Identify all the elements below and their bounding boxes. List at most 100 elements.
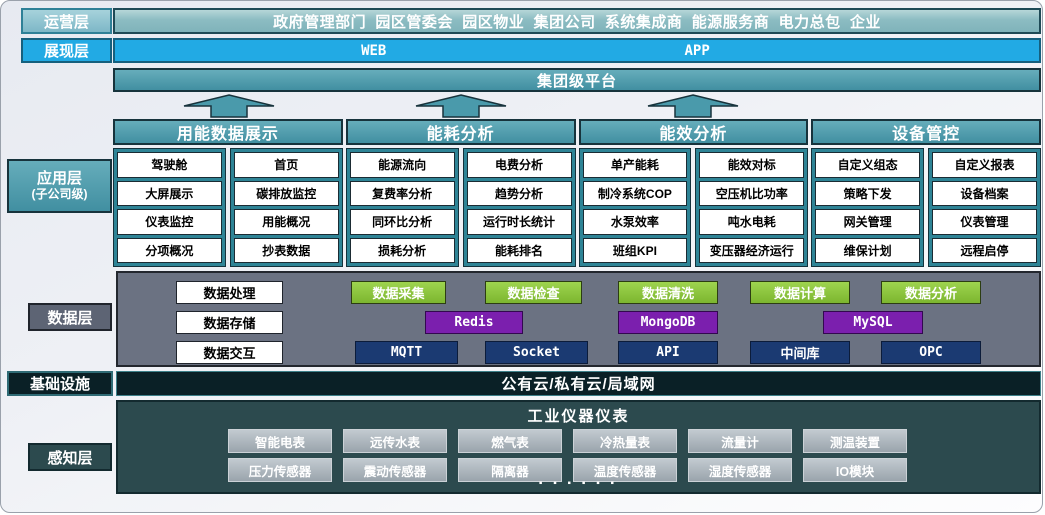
app-item: 策略下发 bbox=[815, 180, 921, 206]
app-subcolumn: 首页 碳排放监控 用能概况 抄表数据 bbox=[229, 148, 343, 267]
layer-label-presentation: 展现层 bbox=[21, 38, 112, 63]
app-subcolumn: 电费分析 趋势分析 运行时长统计 能耗排名 bbox=[462, 148, 576, 267]
data-process-item: 数据交互 bbox=[176, 341, 283, 364]
app-item: 制冷系统COP bbox=[582, 180, 688, 206]
perception-title: 工业仪器仪表 bbox=[527, 408, 630, 425]
layer-label-infrastructure: 基础设施 bbox=[7, 371, 113, 396]
data-process-item: 数据处理 bbox=[176, 281, 283, 304]
database-item: MySQL bbox=[823, 311, 923, 334]
app-item: 变压器经济运行 bbox=[699, 237, 805, 263]
app-item: 能源流向 bbox=[349, 152, 455, 178]
app-item: 抄表数据 bbox=[233, 237, 339, 263]
device-box: 压力传感器 bbox=[228, 458, 332, 482]
app-item: 分项概况 bbox=[117, 237, 222, 263]
app-item: 自定义组态 bbox=[815, 152, 921, 178]
database-item: MongoDB bbox=[618, 311, 718, 334]
app-item: 水泵效率 bbox=[582, 209, 688, 235]
device-box: 流量计 bbox=[688, 429, 792, 453]
app-item: 吨水电耗 bbox=[699, 209, 805, 235]
app-label: APP bbox=[684, 42, 710, 59]
device-box: 燃气表 bbox=[458, 429, 562, 453]
up-arrow-icon bbox=[415, 94, 507, 118]
data-pipeline-item: 数据分析 bbox=[881, 281, 981, 304]
layer-label-data: 数据层 bbox=[28, 303, 112, 331]
data-pipeline-item: 数据清洗 bbox=[618, 281, 718, 304]
app-item: 空压机比功率 bbox=[699, 180, 805, 206]
device-box: 测温装置 bbox=[803, 429, 907, 453]
device-box: 智能电表 bbox=[228, 429, 332, 453]
web-label: WEB bbox=[361, 42, 387, 59]
app-item: 网关管理 bbox=[815, 209, 921, 235]
layer-label-operations: 运营层 bbox=[21, 8, 112, 34]
app-item: 设备档案 bbox=[932, 180, 1037, 206]
interface-item: API bbox=[618, 341, 718, 364]
app-item: 大屏展示 bbox=[117, 180, 222, 206]
app-group-header: 能耗分析 bbox=[345, 119, 576, 145]
app-item: 首页 bbox=[233, 152, 339, 178]
app-item: 损耗分析 bbox=[349, 237, 455, 263]
database-item: Redis bbox=[425, 311, 523, 334]
app-subcolumn: 能源流向 复费率分析 同环比分析 损耗分析 bbox=[345, 148, 459, 267]
app-group-efficiency-analysis: 能效分析 单产能耗 制冷系统COP 水泵效率 班组KPI 能效对标 空压机比功率… bbox=[578, 119, 809, 267]
app-item: 单产能耗 bbox=[582, 152, 688, 178]
device-box: 隔离器 bbox=[458, 458, 562, 482]
device-box: 冷热量表 bbox=[573, 429, 677, 453]
presentation-bar: WEB APP bbox=[113, 38, 1041, 63]
flow-arrows bbox=[113, 94, 1041, 118]
app-item: 能耗排名 bbox=[466, 237, 572, 263]
app-group-consumption-analysis: 能耗分析 能源流向 复费率分析 同环比分析 损耗分析 电费分析 趋势分析 运行时… bbox=[345, 119, 576, 267]
app-subcolumn: 自定义组态 策略下发 网关管理 维保计划 bbox=[811, 148, 925, 267]
app-item: 维保计划 bbox=[815, 237, 921, 263]
app-item: 仪表管理 bbox=[932, 209, 1037, 235]
interface-item: MQTT bbox=[355, 341, 458, 364]
device-box: 震动传感器 bbox=[343, 458, 447, 482]
app-item: 同环比分析 bbox=[349, 209, 455, 235]
app-item: 运行时长统计 bbox=[466, 209, 572, 235]
interface-item: 中间库 bbox=[750, 341, 850, 364]
app-group-header: 设备管控 bbox=[811, 119, 1041, 145]
device-grid: 智能电表 远传水表 燃气表 冷热量表 流量计 测温装置 压力传感器 震动传感器 … bbox=[228, 429, 907, 482]
application-label-subtitle: (子公司级) bbox=[31, 186, 88, 201]
device-box: 远传水表 bbox=[343, 429, 447, 453]
app-item: 驾驶舱 bbox=[117, 152, 222, 178]
interface-item: OPC bbox=[881, 341, 981, 364]
app-subcolumn: 驾驶舱 大屏展示 仪表监控 分项概况 bbox=[113, 148, 226, 267]
device-box: IO模块 bbox=[803, 458, 907, 482]
device-box: 温度传感器 bbox=[573, 458, 677, 482]
data-pipeline-item: 数据检查 bbox=[485, 281, 582, 304]
device-box: 湿度传感器 bbox=[688, 458, 792, 482]
app-group-header: 用能数据展示 bbox=[113, 119, 343, 145]
stakeholders-bar: 政府管理部门 园区管委会 园区物业 集团公司 系统集成商 能源服务商 电力总包 … bbox=[113, 8, 1041, 34]
platform-bar: 集团级平台 bbox=[113, 68, 1041, 92]
app-subcolumn: 单产能耗 制冷系统COP 水泵效率 班组KPI bbox=[578, 148, 692, 267]
app-item: 班组KPI bbox=[582, 237, 688, 263]
app-group-device-management: 设备管控 自定义组态 策略下发 网关管理 维保计划 自定义报表 设备档案 仪表管… bbox=[811, 119, 1041, 267]
up-arrow-icon bbox=[647, 94, 739, 118]
app-group-header: 能效分析 bbox=[578, 119, 809, 145]
up-arrow-icon bbox=[183, 94, 275, 118]
app-subcolumn: 自定义报表 设备档案 仪表管理 远程启停 bbox=[928, 148, 1041, 267]
data-process-item: 数据存储 bbox=[176, 311, 283, 334]
layer-label-perception: 感知层 bbox=[28, 443, 112, 471]
app-item: 仪表监控 bbox=[117, 209, 222, 235]
data-pipeline-item: 数据计算 bbox=[750, 281, 850, 304]
app-group-energy-data-display: 用能数据展示 驾驶舱 大屏展示 仪表监控 分项概况 首页 碳排放监控 用能概况 … bbox=[113, 119, 343, 267]
interface-item: Socket bbox=[485, 341, 588, 364]
layer-label-application: 应用层 (子公司级) bbox=[7, 159, 112, 213]
app-item: 用能概况 bbox=[233, 209, 339, 235]
app-item: 趋势分析 bbox=[466, 180, 572, 206]
app-item: 电费分析 bbox=[466, 152, 572, 178]
data-layer-panel: 数据处理 数据存储 数据交互 数据采集 数据检查 数据清洗 数据计算 数据分析 … bbox=[116, 271, 1041, 367]
application-layer: 用能数据展示 驾驶舱 大屏展示 仪表监控 分项概况 首页 碳排放监控 用能概况 … bbox=[113, 119, 1041, 267]
data-pipeline-item: 数据采集 bbox=[351, 281, 446, 304]
app-item: 远程启停 bbox=[932, 237, 1037, 263]
app-item: 能效对标 bbox=[699, 152, 805, 178]
app-item: 自定义报表 bbox=[932, 152, 1037, 178]
app-item: 碳排放监控 bbox=[233, 180, 339, 206]
perception-panel: 工业仪器仪表 智能电表 远传水表 燃气表 冷热量表 流量计 测温装置 压力传感器… bbox=[116, 400, 1041, 494]
ellipsis-dots: ▪ ▪ ▪ ▪ ▪ ▪ bbox=[538, 478, 619, 489]
application-label-title: 应用层 bbox=[36, 170, 82, 188]
infrastructure-bar: 公有云/私有云/局域网 bbox=[116, 371, 1041, 396]
app-item: 复费率分析 bbox=[349, 180, 455, 206]
